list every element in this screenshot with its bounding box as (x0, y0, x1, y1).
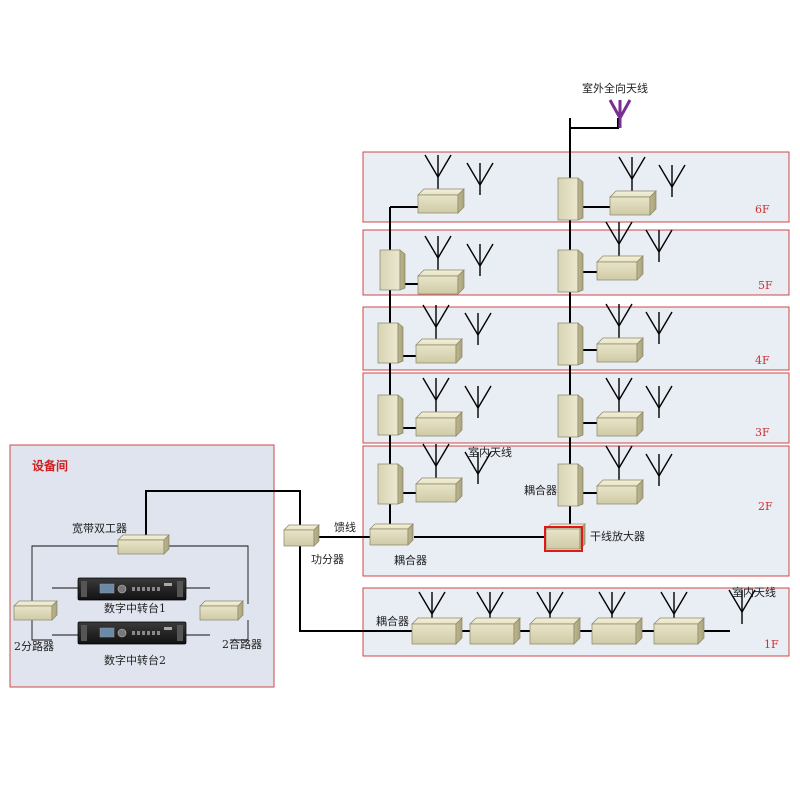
equipment-room-repeater-1-label: 数字中转台1 (104, 601, 166, 615)
antenna-unit-3f-left (415, 411, 463, 437)
trunk-amplifier-label: 干线放大器 (590, 529, 645, 543)
antenna-unit-2f-left (415, 477, 463, 503)
antenna-unit-1f-5 (653, 617, 705, 645)
coupler-2f-right-label: 耦合器 (524, 483, 557, 497)
antenna-unit-5f-left (417, 269, 465, 295)
trunk-amplifier-highlight (544, 526, 583, 552)
antenna-2f-left-b (464, 451, 492, 484)
antenna-unit-6f-right (609, 190, 657, 216)
equipment-room-combiner-label: 2合路器 (222, 637, 262, 651)
coupler-1f-label: 耦合器 (376, 614, 409, 628)
indoor-antenna-2f-label: 室内天线 (468, 445, 512, 459)
floor-label-2f: 2F (758, 500, 773, 513)
coupler-5f-left (379, 249, 406, 291)
equipment-room-wiring (31, 545, 249, 641)
antenna-5f-right-b (645, 229, 673, 262)
antenna-3f-left-b (464, 385, 492, 418)
outdoor-antenna-label: 室外全向天线 (582, 81, 648, 95)
coupler-2f-right (557, 463, 584, 507)
floor-label-3f: 3F (755, 426, 770, 439)
coupler-2f-horizontal (369, 523, 414, 546)
coupler-2f-left-label: 耦合器 (394, 553, 427, 567)
coupler-4f-left (377, 322, 404, 364)
coupler-4f-right (557, 322, 584, 366)
antenna-1f-end (728, 589, 756, 624)
outdoor-antenna (608, 99, 632, 128)
coupler-6f-right (557, 177, 584, 221)
floor-label-6f: 6F (755, 203, 770, 216)
antenna-4f-left-b (464, 312, 492, 345)
equipment-room-repeater-2-label: 数字中转台2 (104, 653, 166, 667)
coupler-3f-right (557, 394, 584, 438)
feeder-label: 馈线 (334, 520, 356, 534)
antenna-unit-1f-4 (591, 617, 643, 645)
floor-label-1f: 1F (764, 638, 779, 651)
device-layer (13, 154, 756, 645)
splitter-2way (13, 600, 58, 621)
antenna-unit-1f-3 (529, 617, 581, 645)
floor-label-4f: 4F (755, 354, 770, 367)
coupler-2f-left (377, 463, 404, 505)
equipment-room-splitter-label: 2分路器 (14, 640, 54, 653)
digital-repeater-2 (77, 621, 187, 645)
equipment-room-title: 设备间 (32, 458, 68, 473)
coupler-5f-right (557, 249, 584, 293)
antenna-unit-4f-right (596, 337, 644, 363)
power-divider (283, 524, 320, 547)
antenna-unit-6f-left (417, 188, 465, 214)
antenna-unit-5f-right (596, 255, 644, 281)
combiner-2way (199, 600, 244, 621)
equipment-room-panel (9, 444, 275, 688)
antenna-6f-right-b (658, 164, 686, 197)
antenna-unit-1f-1 (411, 617, 463, 645)
antenna-unit-1f-2 (469, 617, 521, 645)
antenna-unit-3f-right (596, 411, 644, 437)
antenna-3f-right-b (645, 385, 673, 418)
coupler-3f-left (377, 394, 404, 436)
antenna-unit-2f-right (596, 479, 644, 505)
antenna-6f-left-b (466, 162, 494, 195)
wideband-duplexer (117, 534, 170, 555)
power-divider-label: 功分器 (311, 553, 344, 566)
floor-label-5f: 5F (758, 279, 773, 292)
antenna-5f-left-b (466, 243, 494, 276)
antenna-2f-right-b (645, 453, 673, 486)
equipment-room-duplexer-label: 宽带双工器 (72, 521, 127, 535)
digital-repeater-1 (77, 577, 187, 601)
antenna-unit-4f-left (415, 338, 463, 364)
antenna-4f-right-b (645, 311, 673, 344)
